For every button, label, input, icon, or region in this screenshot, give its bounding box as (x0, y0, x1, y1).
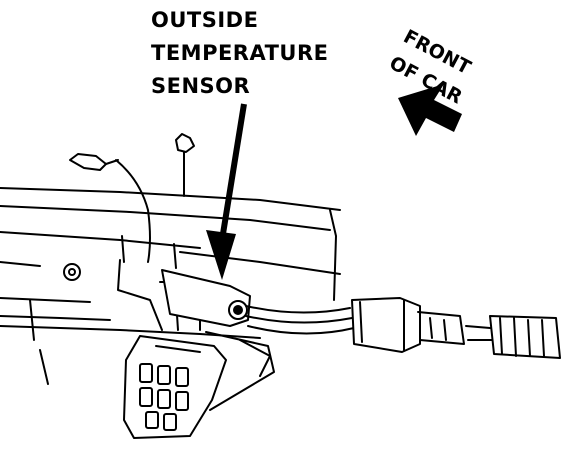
temperature-sensor (121, 235, 251, 327)
callout-line-3: SENSOR (151, 74, 251, 98)
callout-arrow (206, 103, 247, 280)
bracket-fastener (63, 263, 81, 281)
harness-connector (351, 297, 561, 359)
sensor-callout-label: OUTSIDE TEMPERATURE SENSOR (151, 4, 329, 103)
front-direction-arrow (398, 84, 462, 136)
lower-bracket (205, 331, 275, 411)
callout-line-1: OUTSIDE (151, 8, 259, 32)
wiring-harness (245, 305, 355, 335)
lamp-grille (123, 335, 227, 439)
loose-connector (69, 153, 151, 263)
push-pin-clip (175, 133, 195, 197)
callout-line-2: TEMPERATURE (151, 41, 329, 65)
